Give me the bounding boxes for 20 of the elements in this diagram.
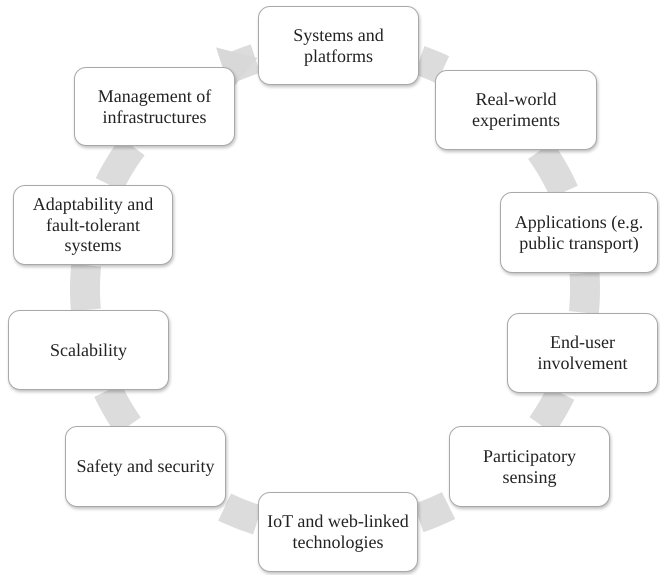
rounded-box bbox=[13, 185, 173, 265]
rounded-box bbox=[258, 6, 419, 85]
box-label: IoT and web-linked technologies bbox=[267, 511, 409, 553]
box-label: Applications (e.g. public transport) bbox=[514, 212, 644, 254]
rounded-box bbox=[507, 313, 658, 393]
box-label: Participatory sensing bbox=[482, 446, 577, 488]
box-label: Real-world experiments bbox=[471, 89, 561, 131]
box-label: Safety and security bbox=[76, 456, 214, 477]
box-label: Systems and platforms bbox=[292, 24, 385, 66]
rounded-box bbox=[435, 70, 597, 150]
rounded-box bbox=[8, 310, 169, 390]
rounded-box bbox=[74, 67, 235, 146]
rounded-box bbox=[65, 426, 226, 507]
box-label: Management of infrastructures bbox=[96, 86, 212, 128]
rounded-box bbox=[258, 492, 418, 572]
rounded-box bbox=[500, 192, 658, 273]
box-label: Adaptability and fault-tolerant systems bbox=[32, 194, 154, 256]
rounded-box bbox=[449, 426, 610, 507]
box-label: Scalability bbox=[50, 340, 127, 360]
box-label: End-user involvement bbox=[536, 332, 628, 374]
